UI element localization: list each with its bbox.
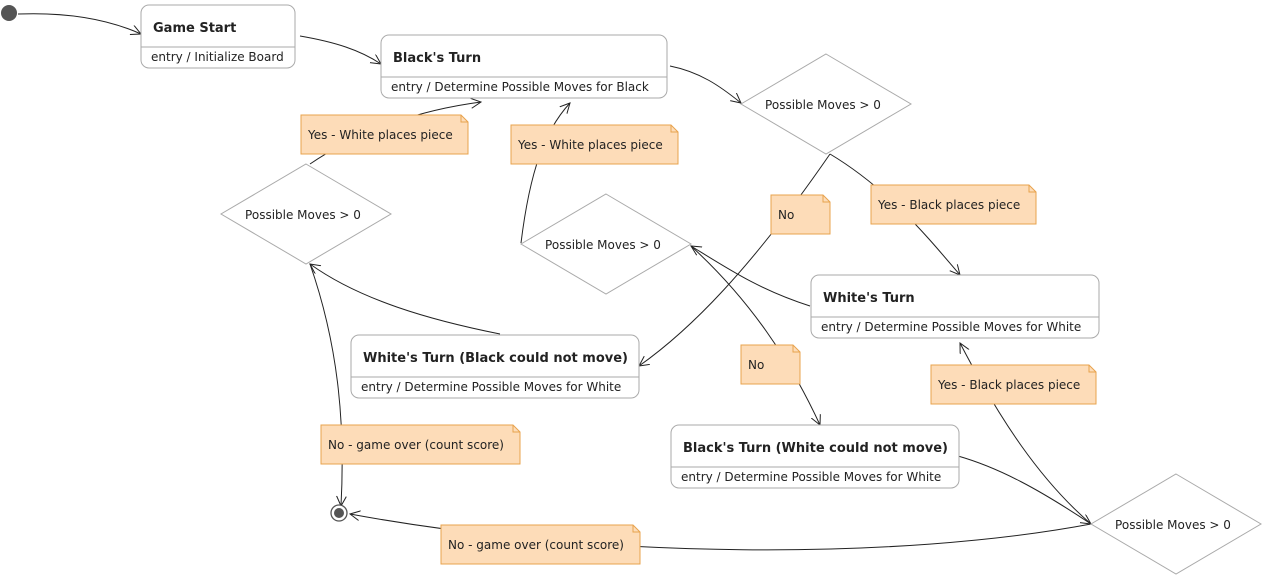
note-label: No xyxy=(748,358,764,372)
edge-white-turn-to-choice2 xyxy=(691,246,811,307)
note-yes-white-places-piece-2: Yes - White places piece xyxy=(510,124,679,165)
choice-label: Possible Moves > 0 xyxy=(1115,518,1231,532)
note-label: No xyxy=(778,208,794,222)
edge-black-turn-to-choice1 xyxy=(669,65,741,103)
edge-start-to-game-start xyxy=(17,13,141,34)
note-no-2: No xyxy=(740,344,801,385)
state-black-turn-white-could-not-move: Black's Turn (White could not move) entr… xyxy=(670,424,960,489)
state-title: White's Turn xyxy=(823,291,915,306)
state-title: Black's Turn xyxy=(393,51,481,66)
note-yes-white-places-piece-1: Yes - White places piece xyxy=(300,114,469,155)
note-label: No - game over (count score) xyxy=(328,438,504,452)
edge-white-nomove-to-choice3 xyxy=(310,264,501,335)
state-entry: entry / Determine Possible Moves for Whi… xyxy=(821,320,1081,334)
edge-game-start-to-black-turn xyxy=(299,35,381,64)
note-label: Yes - Black places piece xyxy=(877,198,1020,212)
edge-choice2-no-to-black-nomove xyxy=(690,245,820,425)
initial-node xyxy=(1,5,17,21)
final-node xyxy=(330,504,348,522)
state-game-start: Game Start entry / Initialize Board xyxy=(140,4,296,69)
note-yes-black-places-piece-1: Yes - Black places piece xyxy=(870,184,1037,225)
state-white-turn-black-could-not-move: White's Turn (Black could not move) entr… xyxy=(350,334,640,399)
state-title: Black's Turn (White could not move) xyxy=(683,441,948,456)
choice-diamond-4: Possible Moves > 0 xyxy=(1090,473,1262,575)
note-yes-black-places-piece-2: Yes - Black places piece xyxy=(930,364,1097,405)
note-label: Yes - White places piece xyxy=(517,138,663,152)
state-entry: entry / Determine Possible Moves for Whi… xyxy=(681,470,941,484)
state-white-turn: White's Turn entry / Determine Possible … xyxy=(810,274,1100,339)
note-label: Yes - White places piece xyxy=(307,128,453,142)
state-black-turn: Black's Turn entry / Determine Possible … xyxy=(380,34,668,99)
edge-choice1-no-to-white-nomove xyxy=(639,153,831,366)
note-label: No - game over (count score) xyxy=(448,538,624,552)
edge-choice3-no-to-end xyxy=(309,263,342,506)
note-label: Yes - Black places piece xyxy=(937,378,1080,392)
state-title: Game Start xyxy=(153,21,236,36)
note-no-game-over-2: No - game over (count score) xyxy=(440,524,641,565)
state-title: White's Turn (Black could not move) xyxy=(363,351,628,366)
choice-label: Possible Moves > 0 xyxy=(245,208,361,222)
choice-label: Possible Moves > 0 xyxy=(765,98,881,112)
choice-label: Possible Moves > 0 xyxy=(545,238,661,252)
choice-diamond-2: Possible Moves > 0 xyxy=(520,193,692,295)
note-no-1: No xyxy=(770,194,831,235)
state-entry: entry / Initialize Board xyxy=(151,50,284,64)
edge-black-nomove-to-choice4 xyxy=(957,455,1091,524)
choice-diamond-3: Possible Moves > 0 xyxy=(220,163,392,265)
state-entry: entry / Determine Possible Moves for Bla… xyxy=(391,80,649,94)
note-no-game-over-1: No - game over (count score) xyxy=(320,424,521,465)
choice-diamond-1: Possible Moves > 0 xyxy=(740,53,912,155)
state-entry: entry / Determine Possible Moves for Whi… xyxy=(361,380,621,394)
